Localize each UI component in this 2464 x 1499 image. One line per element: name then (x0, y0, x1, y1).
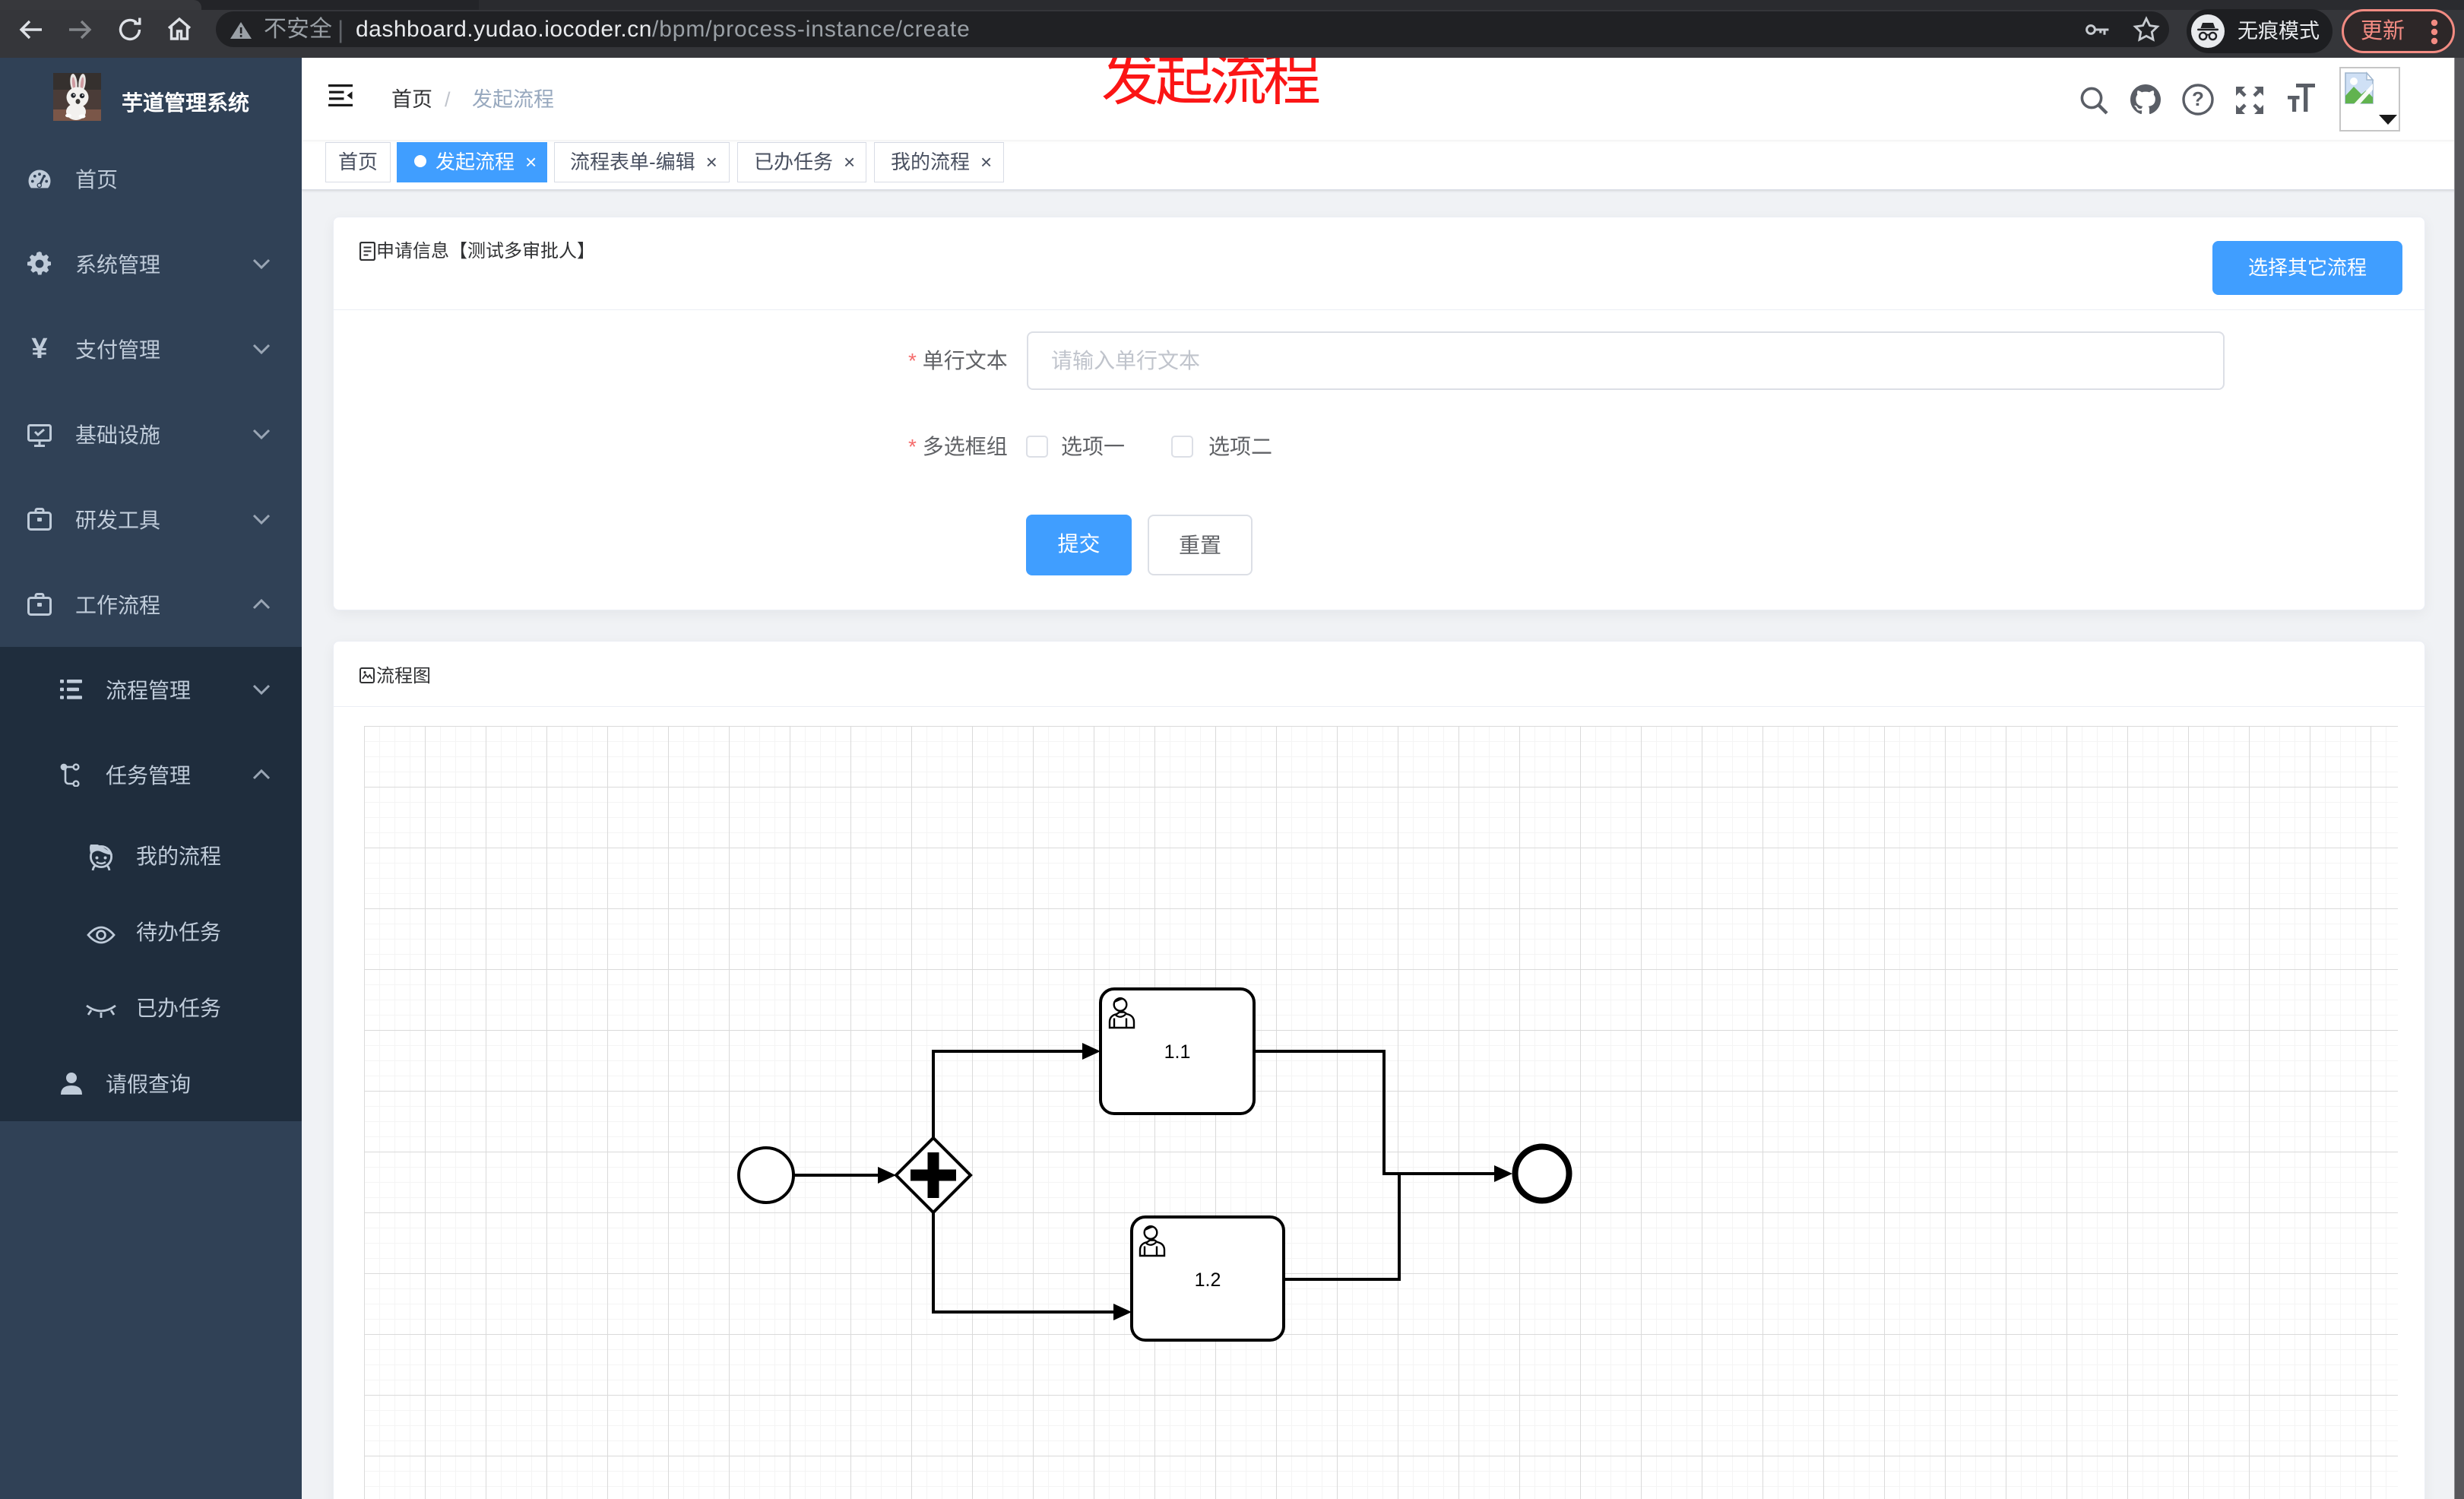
svg-text:1.1: 1.1 (1164, 1041, 1191, 1063)
svg-text:1.2: 1.2 (1195, 1269, 1221, 1291)
svg-text:?: ? (2192, 87, 2204, 110)
